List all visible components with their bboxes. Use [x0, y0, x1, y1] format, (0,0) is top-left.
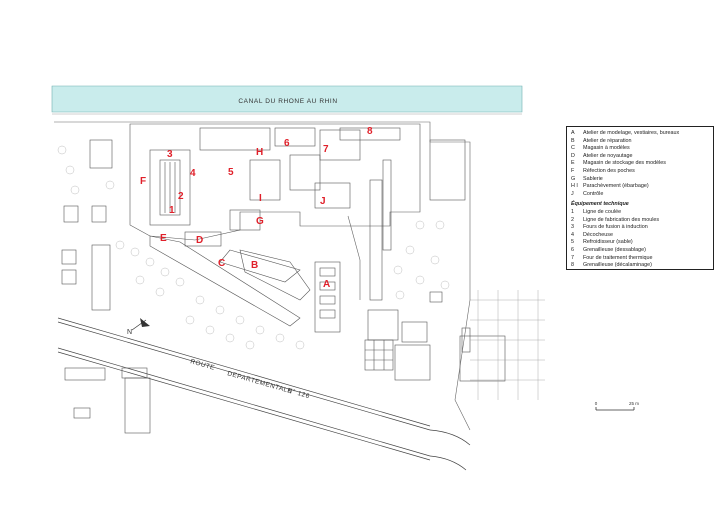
legend-key: F [571, 167, 575, 174]
legend-key: D [571, 152, 575, 159]
zone-label-C: C [218, 258, 225, 269]
canal [51, 85, 523, 113]
legend-text: Atelier de noyautage [583, 152, 633, 159]
zone-label-J: J [320, 196, 326, 207]
legend-key: 7 [571, 254, 574, 261]
legend-equipment-row: 4 Décocheuse [571, 232, 709, 240]
legend-key: 6 [571, 246, 574, 253]
legend-building-row: H I Parachèvement (ébarbage) [571, 183, 709, 191]
legend-key: 3 [571, 224, 574, 231]
legend-equipment-row: 6 Grenailleuse (dessablage) [571, 247, 709, 255]
legend-text: Contrôle [583, 190, 604, 197]
legend-building-row: E Magasin de stockage des modèles [571, 160, 709, 168]
zone-label-H: H [256, 147, 263, 158]
equipment-label-6: 6 [284, 138, 290, 149]
legend-building-row: F Réfection des poches [571, 168, 709, 176]
equipment-label-4: 4 [190, 168, 196, 179]
zone-label-I: I [259, 193, 262, 204]
legend-text: Refroidisseur (sable) [583, 239, 633, 246]
equipment-label-1: 1 [169, 205, 175, 216]
legend-key: J [571, 190, 574, 197]
legend-key: 2 [571, 216, 574, 223]
trees [57, 145, 450, 350]
legend-building-row: B Atelier de réparation [571, 138, 709, 146]
legend-building-row: C Magasin à modèles [571, 145, 709, 153]
road-number-label: N° 126 [286, 386, 310, 400]
legend-key: 4 [571, 231, 574, 238]
legend-text: Ligne de coulée [583, 208, 622, 215]
zone-label-F: F [140, 176, 146, 187]
equipment-label-7: 7 [323, 144, 329, 155]
legend-equipment-row: 7 Four de traitement thermique [571, 255, 709, 263]
legend-text: Réfection des poches [583, 167, 635, 174]
legend-key: A [571, 130, 575, 136]
zone-label-A: A [323, 279, 330, 290]
legend-key: H I [571, 183, 578, 190]
legend-text: Parachèvement (ébarbage) [583, 183, 649, 190]
scale-end: 25 m [629, 401, 639, 406]
legend-key: E [571, 160, 575, 167]
legend-text: Atelier de réparation [583, 137, 632, 144]
legend-text: Sablerie [583, 175, 603, 182]
legend-equipment-row: 2 Ligne de fabrication des moules [571, 217, 709, 225]
scale-start: 0 [595, 401, 598, 406]
equipment-label-8: 8 [367, 126, 373, 137]
legend-text: Magasin à modèles [583, 145, 630, 152]
legend-building-row: J Contrôle [571, 191, 709, 199]
legend-text: Grenailleuse (décalaminage) [583, 262, 652, 269]
legend-text: Grenailleuse (dessablage) [583, 246, 646, 253]
legend-key: B [571, 137, 575, 144]
buildings [54, 121, 545, 434]
legend-building-row: G Sablerie [571, 176, 709, 184]
legend-key: G [571, 175, 576, 182]
legend-building-row: A Atelier de modelage, vestiaires, bureau… [571, 130, 709, 138]
legend-equipment-row: 3 Fours de fusion à induction [571, 224, 709, 232]
legend: A Atelier de modelage, vestiaires, bureau… [566, 126, 714, 270]
zone-label-G: G [256, 216, 264, 227]
legend-key: C [571, 145, 575, 152]
equipment-label-5: 5 [228, 167, 234, 178]
legend-equipment-title: Équipement technique [571, 201, 629, 208]
legend-text: Four de traitement thermique [583, 254, 653, 261]
legend-text: Magasin de stockage des modèles [583, 160, 667, 167]
north-arrow: N [127, 318, 150, 336]
canal-label: CANAL DU RHONE AU RHIN [238, 98, 337, 105]
legend-key: 1 [571, 208, 574, 215]
north-label: N [127, 329, 132, 336]
legend-equipment-row: 5 Refroidisseur (sable) [571, 239, 709, 247]
zone-label-D: D [196, 235, 203, 246]
legend-text: Atelier de modelage, vestiaires, bureaux [583, 130, 680, 136]
zone-label-E: E [160, 233, 167, 244]
road [57, 317, 471, 471]
legend-key: 5 [571, 239, 574, 246]
legend-key: 8 [571, 262, 574, 269]
legend-equipment-row: 8 Grenailleuse (décalaminage) [571, 262, 709, 270]
legend-text: Fours de fusion à induction [583, 224, 648, 231]
road-departementale-label: DEPARTEMENTALE [226, 370, 293, 395]
equipment-label-2: 2 [178, 191, 184, 202]
scale-bar: 0 25 m [595, 401, 639, 411]
legend-equipment-row: 1 Ligne de coulée [571, 209, 709, 217]
legend-text: Ligne de fabrication des moules [583, 216, 660, 223]
zone-label-B: B [251, 260, 258, 271]
equipment-label-3: 3 [167, 149, 173, 160]
legend-building-row: D Atelier de noyautage [571, 153, 709, 161]
legend-text: Décocheuse [583, 231, 613, 238]
